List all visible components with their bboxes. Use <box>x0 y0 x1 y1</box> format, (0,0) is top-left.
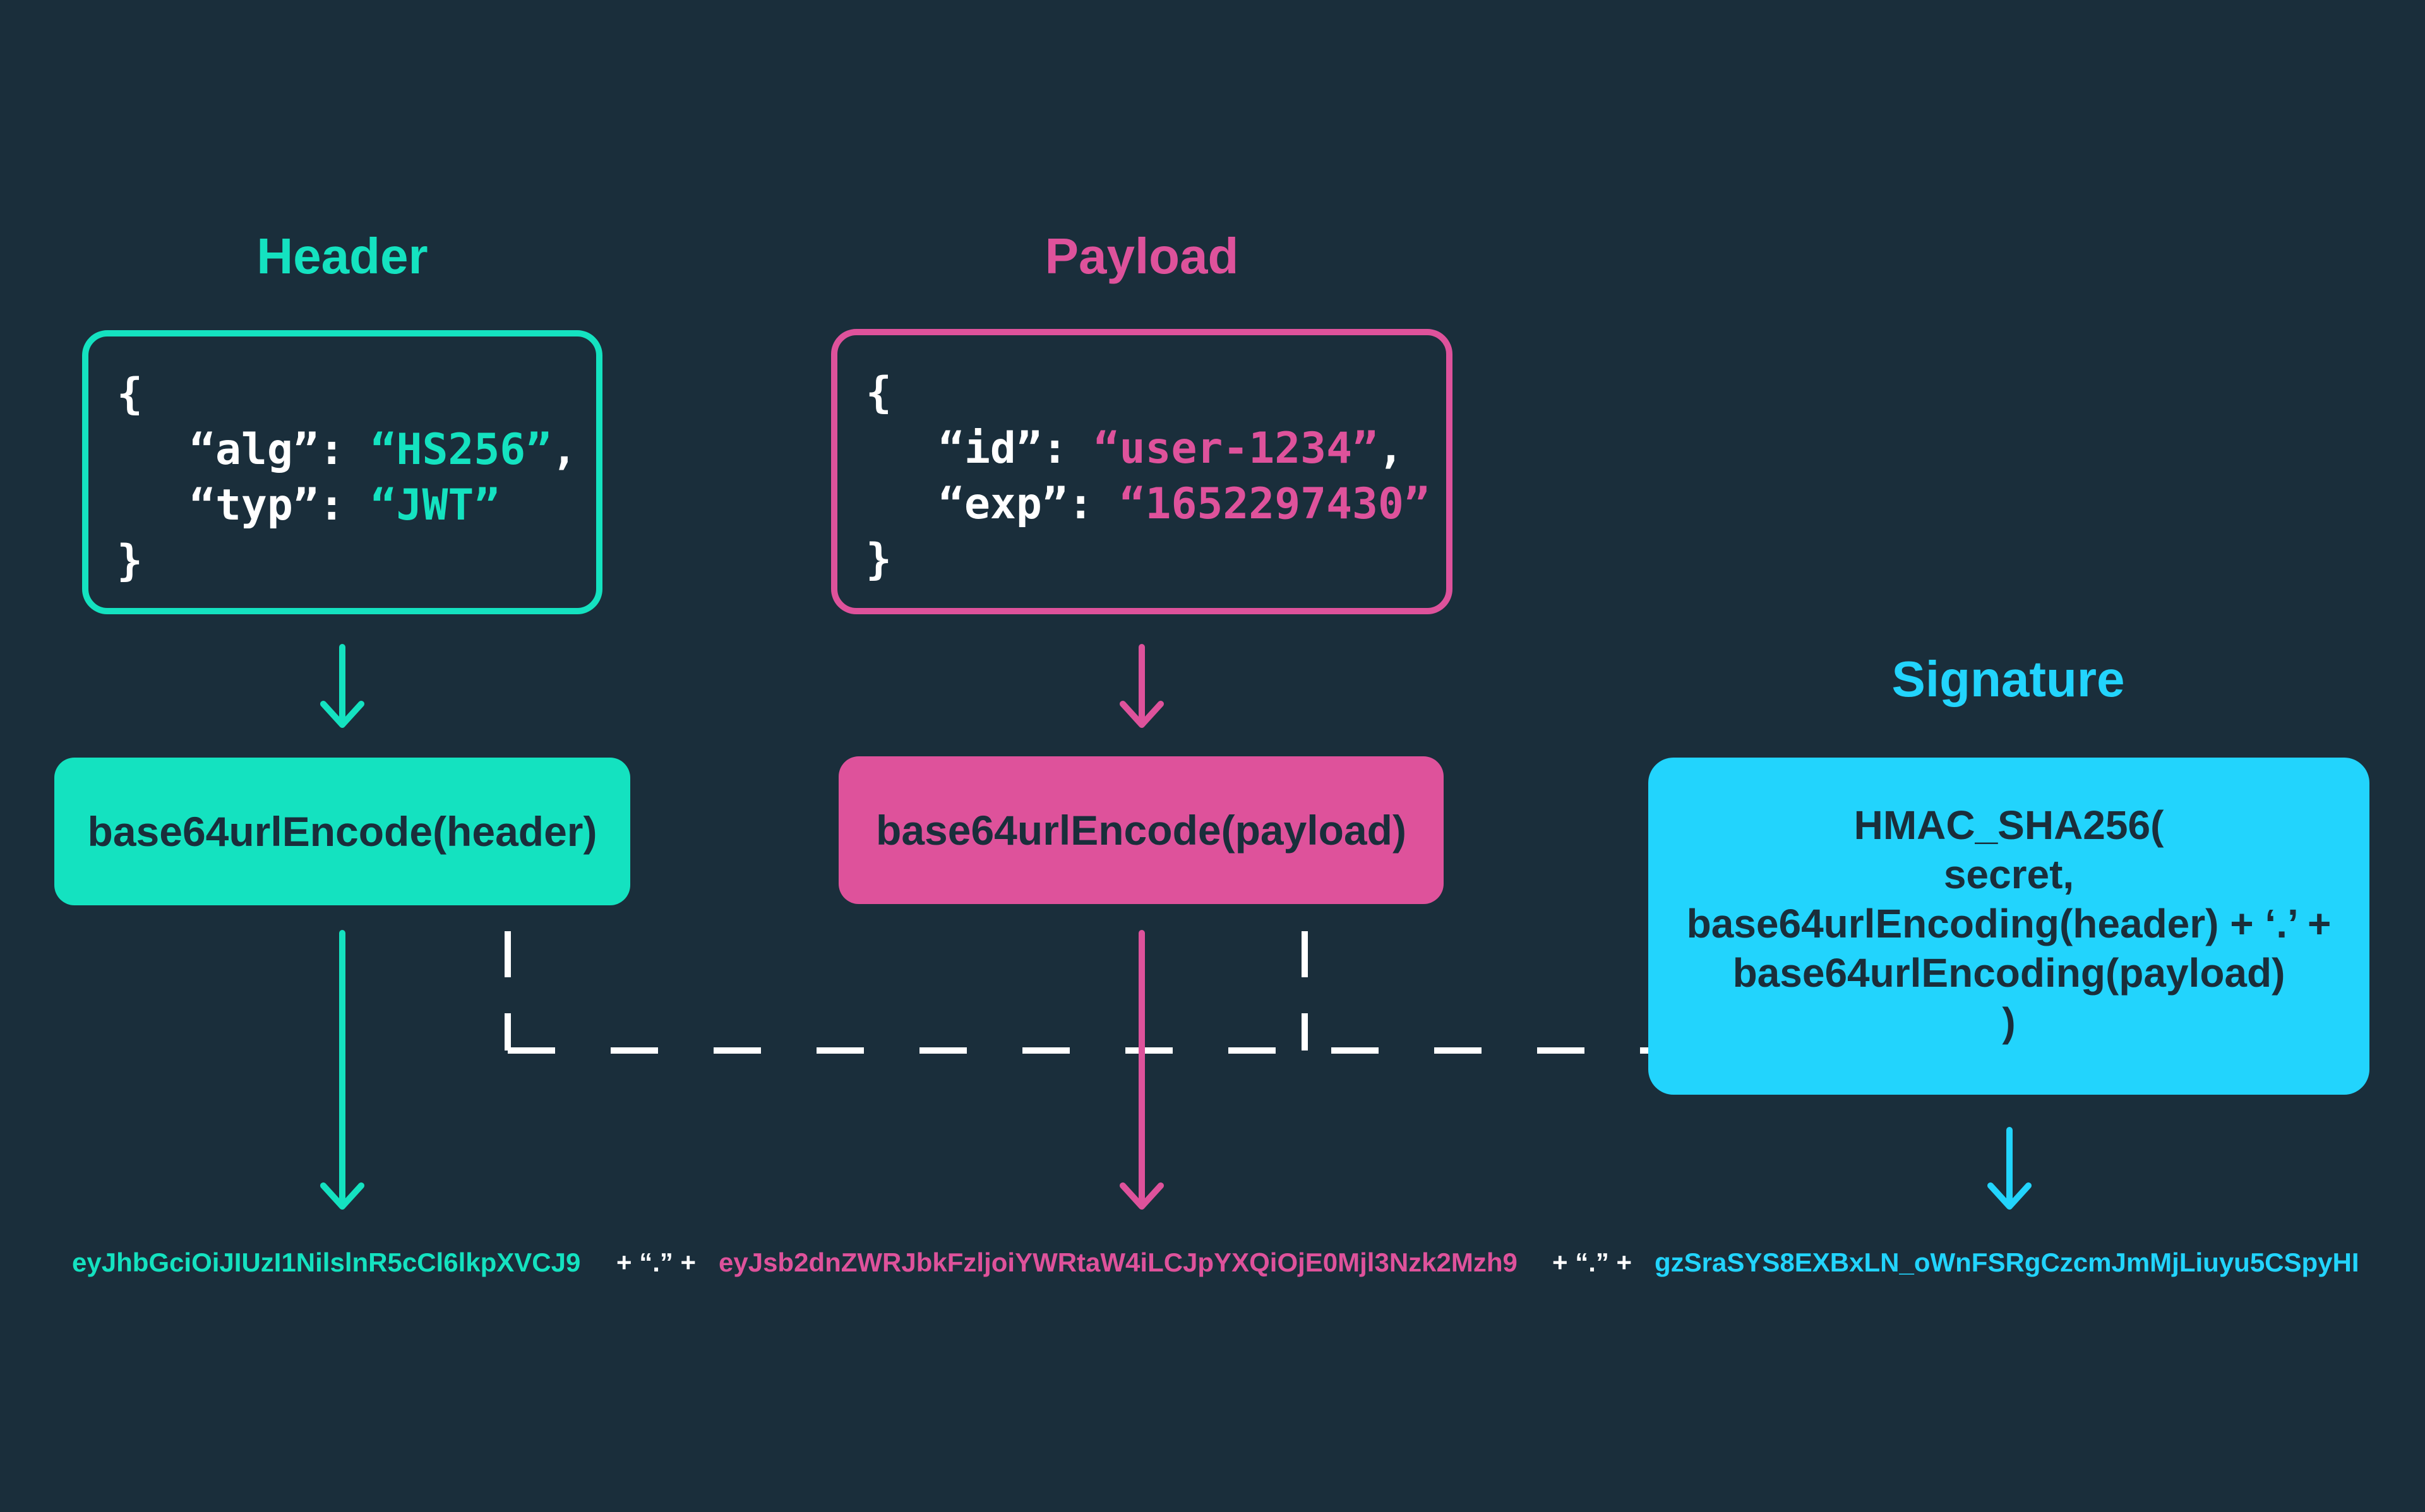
signature-line-4: base64urlEncoding(payload) <box>1732 950 2285 996</box>
signature-line-2: secret, <box>1943 852 2075 897</box>
payload-arrow-long <box>1120 930 1164 1210</box>
payload-line-exp: “exp”: “1652297430” <box>938 479 1430 529</box>
header-line-alg: “alg”: “HS256”, <box>189 425 577 475</box>
dashed-connector <box>505 931 1648 1054</box>
payload-id-value: “user-1234” <box>1093 424 1378 473</box>
header-alg-comma: , <box>551 425 578 475</box>
signature-token: gzSraSYS8EXBxLN_oWnFSRgCzcmJmMjLiuyu5CSp… <box>1655 1247 2359 1277</box>
payload-token: eyJsb2dnZWRJbkFzljoiYWRtaW4iLCJpYXQiOjE0… <box>719 1247 1518 1277</box>
header-alg-key: “alg”: <box>189 425 345 475</box>
signature-line-3: base64urlEncoding(header) + ‘.’ + <box>1686 901 2332 946</box>
header-token: eyJhbGciOiJIUzI1NilslnR5cCl6lkpXVCJ9 <box>72 1247 581 1277</box>
payload-id-comma: , <box>1378 424 1404 473</box>
header-close-brace: } <box>117 536 143 586</box>
payload-line-id: “id”: “user-1234”, <box>938 424 1404 473</box>
header-arrow-short <box>320 644 364 728</box>
header-arrow-long <box>320 930 364 1210</box>
header-line-typ: “typ”: “JWT” <box>189 480 500 530</box>
header-typ-key: “typ”: <box>189 480 345 530</box>
payload-title: Payload <box>1045 228 1239 284</box>
payload-close-brace: } <box>866 535 892 585</box>
header-typ-value: “JWT” <box>370 480 500 530</box>
header-open-brace: { <box>117 369 143 419</box>
signature-box: HMAC_SHA256( secret, base64urlEncoding(h… <box>1648 758 2369 1095</box>
separator-2: + “.” + <box>1552 1247 1632 1277</box>
signature-line-5: ) <box>2002 999 2016 1045</box>
signature-line-1: HMAC_SHA256( <box>1853 802 2164 848</box>
header-encode-box: base64urlEncode(header) <box>54 758 630 905</box>
header-title: Header <box>256 228 428 284</box>
separator-1: + “.” + <box>616 1247 697 1277</box>
header-json-box: { “alg”: “HS256”, “typ”: “JWT” } <box>82 330 602 614</box>
payload-id-key: “id”: <box>938 424 1068 473</box>
payload-exp-key: “exp”: <box>938 479 1094 529</box>
payload-json-box: { “id”: “user-1234”, “exp”: “1652297430”… <box>831 329 1452 614</box>
header-alg-value: “HS256” <box>370 425 552 475</box>
payload-encode-box: base64urlEncode(payload) <box>839 756 1444 904</box>
payload-arrow-short <box>1120 644 1164 728</box>
signature-arrow <box>1987 1127 2032 1210</box>
payload-exp-value: “1652297430” <box>1119 479 1430 529</box>
payload-open-brace: { <box>866 368 892 418</box>
signature-title: Signature <box>1891 651 2125 707</box>
